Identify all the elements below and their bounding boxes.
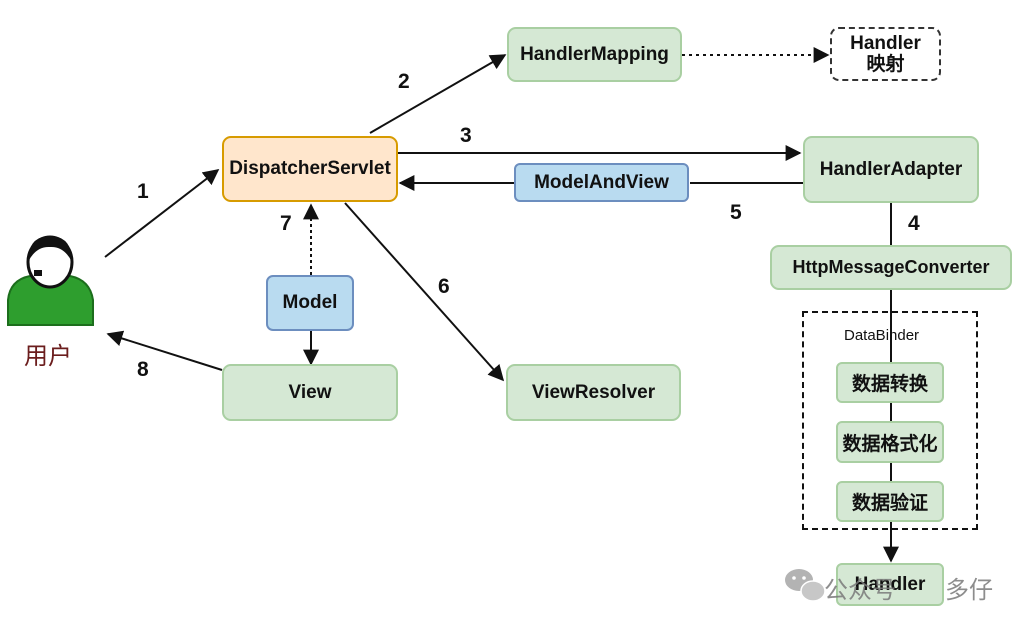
data-formatting-node: 数据格式化	[836, 421, 944, 463]
view-resolver-node: ViewResolver	[506, 364, 681, 421]
step-4-label: 4	[908, 212, 920, 235]
step-7-label: 7	[280, 212, 292, 235]
step-2-label: 2	[398, 70, 410, 93]
step-1-label: 1	[137, 180, 149, 203]
watermark-text-left: 公众号	[824, 577, 896, 604]
arrow-6	[344, 202, 505, 382]
handler-adapter-node: HandlerAdapter	[803, 136, 979, 203]
handler-mapping-result-node: Handler 映射	[830, 27, 941, 81]
http-message-converter-node: HttpMessageConverter	[770, 245, 1012, 290]
step-6-label: 6	[438, 275, 450, 298]
data-validation-node: 数据验证	[836, 481, 944, 522]
model-and-view-node: ModelAndView	[514, 163, 689, 202]
data-binder-group	[802, 311, 978, 530]
step-8-label: 8	[137, 358, 149, 381]
arrow-1	[104, 169, 220, 258]
view-node: View	[222, 364, 398, 421]
data-conversion-node: 数据转换	[836, 362, 944, 403]
watermark-text-right: 多仔	[945, 577, 993, 604]
data-binder-label: DataBinder	[844, 327, 920, 344]
handler-mapping-node: HandlerMapping	[507, 27, 682, 82]
step-5-label: 5	[730, 201, 742, 224]
user-label: 用户	[24, 343, 72, 370]
step-3-label: 3	[460, 124, 472, 147]
user-icon	[7, 235, 94, 326]
model-node: Model	[266, 275, 354, 331]
arrow-2	[369, 54, 507, 134]
handler-node: Handler	[836, 563, 944, 606]
dispatcher-servlet-node: DispatcherServlet	[222, 136, 398, 202]
wechat-logo-icon	[785, 569, 826, 602]
handler-mapping-result-line2: 映射	[866, 54, 905, 75]
handler-mapping-result-line1: Handler	[850, 33, 921, 54]
arrow-8	[106, 330, 223, 371]
